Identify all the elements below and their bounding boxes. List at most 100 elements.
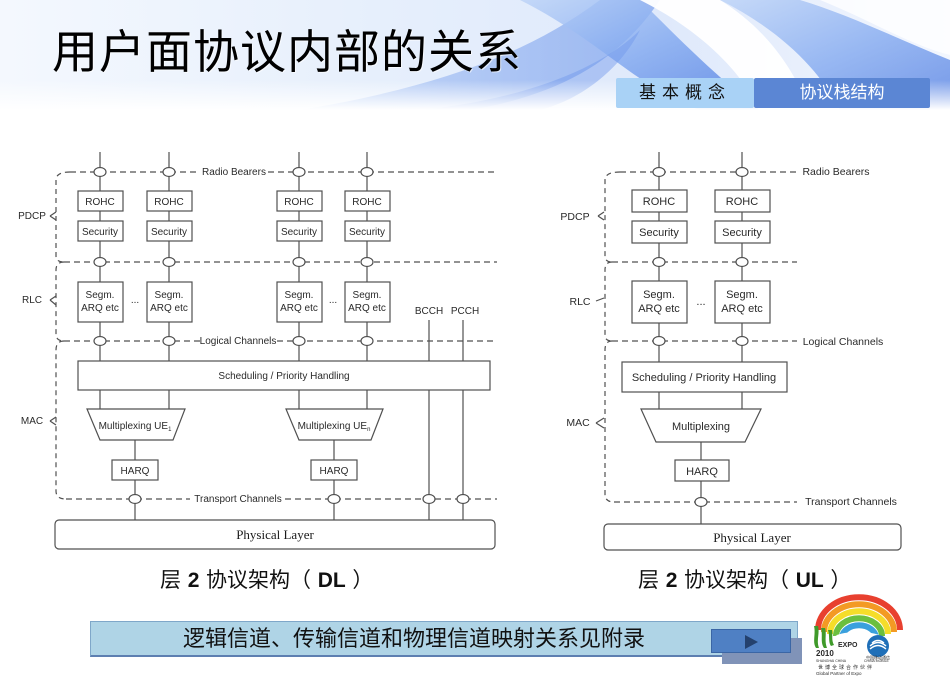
dl-sap: [360, 256, 374, 268]
appendix-banner[interactable]: 逻辑信道、传输信道和物理信道映射关系见附录: [90, 621, 798, 657]
tab-basic-concepts[interactable]: 基本概念: [616, 78, 754, 108]
dl-segm-label: Segm.: [285, 290, 314, 301]
dl-transport-channels-label: Transport Channels: [194, 494, 281, 505]
ul-security-box: [714, 220, 771, 244]
ul-caption-direction: UL: [795, 569, 824, 592]
ul-mac-label: MAC: [566, 417, 590, 429]
dl-harq-box: [310, 459, 358, 481]
dl-sap: [162, 256, 176, 268]
dl-caption-suffix: ）: [345, 568, 374, 592]
ul-sap: [735, 256, 749, 268]
appendix-banner-text: 逻辑信道、传输信道和物理信道映射关系见附录: [183, 627, 646, 652]
dl-segm-box: [146, 281, 193, 323]
ul-mux-box: [640, 408, 762, 443]
ul-sap: [735, 335, 749, 347]
dl-mux-box-1: [86, 408, 186, 441]
dl-rohc-label: ROHC: [85, 197, 114, 208]
ul-rlc-ellipsis: ...: [696, 296, 705, 308]
page-title: 用户面协议内部的关系: [52, 25, 522, 79]
expo-china-mobile-logo: EXPO 2010 SHANGHAI CHINA CHINA MOBILE 中国…: [814, 594, 903, 676]
appendix-link-button[interactable]: [711, 629, 791, 653]
dl-rohc-box: [276, 190, 323, 212]
dl-segm-box: [276, 281, 323, 323]
dl-mux-label-1: Multiplexing UE1: [99, 421, 172, 433]
ul-scheduling-box: [621, 361, 788, 393]
dl-segm-label: Segm.: [353, 290, 382, 301]
ul-caption-mid: 协议架构（: [677, 568, 796, 592]
dl-security-label: Security: [82, 227, 118, 238]
dl-physical-layer-label: Physical Layer: [236, 527, 314, 542]
ul-mux-label: Multiplexing: [672, 421, 730, 433]
dl-security-box: [276, 220, 323, 242]
dl-sap: [360, 335, 374, 347]
ul-physical-layer-box: [603, 523, 902, 551]
dl-rlc-bracket: [55, 261, 65, 342]
tab-protocol-stack-structure[interactable]: 协议栈结构: [754, 78, 930, 108]
dl-harq-label: HARQ: [320, 466, 349, 477]
ul-arq-label: ARQ etc: [721, 303, 763, 315]
dl-rlc-ellipsis: ...: [329, 295, 337, 306]
dl-caption-prefix: 层: [160, 568, 188, 592]
logo-city-text: SHANGHAI CHINA: [816, 659, 847, 663]
dl-sap: [128, 493, 142, 505]
ul-security-box: [631, 220, 688, 244]
dl-layer2-diagram: Radio Bearers Logical Channels Transport…: [18, 152, 497, 550]
dl-security-box: [146, 220, 193, 242]
dl-rlc-label: RLC: [22, 295, 42, 306]
ul-rlc-bracket: [604, 261, 613, 342]
dl-security-box: [77, 220, 124, 242]
ul-mac-bracket: [604, 340, 615, 503]
dl-caption-mid: 协议架构（: [199, 568, 318, 592]
dl-rohc-box: [146, 190, 193, 212]
ul-scheduling-label: Scheduling / Priority Handling: [632, 372, 776, 384]
ul-caption-num: 2: [665, 569, 678, 592]
ul-layer2-diagram: Radio Bearers Logical Channels Transport…: [560, 152, 902, 551]
dl-sap: [162, 335, 176, 347]
dl-pdcp-bracket: [55, 171, 71, 263]
dl-sap: [456, 493, 470, 505]
dl-segm-box: [77, 281, 124, 323]
ul-caption-prefix: 层: [638, 568, 666, 592]
dl-logical-channels-label: Logical Channels: [200, 336, 277, 347]
dl-mac-label: MAC: [21, 416, 43, 427]
logo-tagline-en: Global Partner of Expo: [816, 671, 862, 676]
ul-segm-label: Segm.: [726, 289, 758, 301]
ul-arq-label: ARQ etc: [638, 303, 680, 315]
dl-sap: [292, 256, 306, 268]
dl-sap: [93, 256, 107, 268]
dl-caption-num: 2: [187, 569, 200, 592]
ul-caption: 层 2 协议架构（ UL ）: [638, 564, 851, 594]
ul-segm-label: Segm.: [643, 289, 675, 301]
ul-sap: [735, 166, 749, 178]
dl-segm-box: [344, 281, 391, 323]
ul-physical-layer-label: Physical Layer: [713, 530, 791, 545]
ul-logical-channels-label: Logical Channels: [803, 336, 884, 348]
dl-radio-bearers-label: Radio Bearers: [202, 167, 266, 178]
dl-rohc-label: ROHC: [352, 197, 381, 208]
dl-security-label: Security: [281, 227, 317, 238]
logo-partner-cn: 中国移动通信: [866, 654, 890, 660]
ul-rlc-label: RLC: [569, 296, 590, 308]
ul-rohc-label: ROHC: [643, 196, 675, 208]
dl-mac-bracket: [55, 340, 67, 500]
logo-partner-en: CHINA MOBILE: [864, 659, 890, 663]
expo-mascot-icon: [814, 626, 834, 648]
dl-security-label: Security: [349, 227, 385, 238]
ul-segm-box: [714, 280, 771, 324]
dl-harq-box: [111, 459, 159, 481]
ul-caption-suffix: ）: [823, 568, 852, 592]
ul-security-label: Security: [722, 227, 762, 239]
dl-sap: [292, 335, 306, 347]
play-icon: [745, 635, 758, 649]
dl-caption-direction: DL: [317, 569, 346, 592]
dl-pcch-label: PCCH: [451, 306, 479, 317]
dl-scheduling-label: Scheduling / Priority Handling: [218, 371, 349, 382]
ul-transport-channels-label: Transport Channels: [805, 496, 897, 508]
dl-sap: [422, 493, 436, 505]
ul-harq-label: HARQ: [686, 466, 718, 478]
dl-sap: [292, 166, 306, 178]
dl-bcch-label: BCCH: [415, 306, 443, 317]
ul-sap: [652, 335, 666, 347]
ul-rohc-label: ROHC: [726, 196, 758, 208]
